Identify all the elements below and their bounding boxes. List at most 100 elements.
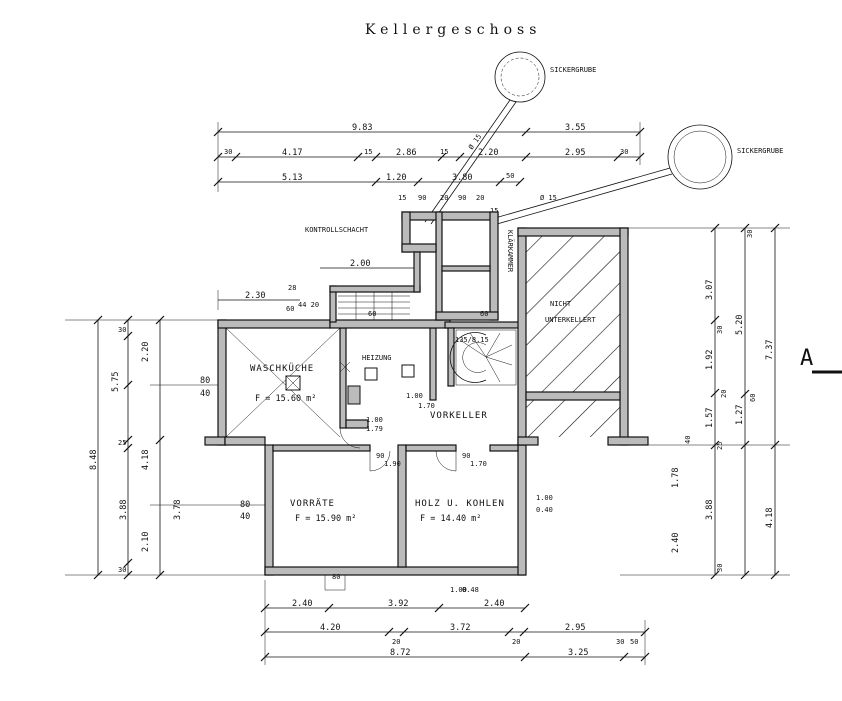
dim-left-4-18: 4.18 bbox=[141, 450, 151, 470]
left-dimension-lines bbox=[65, 319, 270, 576]
dim-left-3-78: 3.78 bbox=[173, 500, 183, 520]
unexcavated-hatch-lower bbox=[526, 400, 620, 437]
dim-left-30a: 30 bbox=[118, 326, 126, 334]
left-dimension-ticks bbox=[93, 315, 165, 580]
dim-left-8-48: 8.48 bbox=[89, 450, 99, 470]
opening-0-40: 0.40 bbox=[536, 506, 553, 514]
dim-right-30c: 30 bbox=[716, 564, 724, 572]
dim-bottom-2-40a: 2.40 bbox=[292, 599, 312, 609]
bottom-dimension-lines bbox=[264, 580, 646, 665]
opening-80: 80 bbox=[332, 573, 340, 581]
right-dimension-ticks bbox=[710, 223, 780, 580]
unexcavated-label-1: NICHT bbox=[550, 300, 572, 308]
septic-pit-right-label: SICKERGRUBE bbox=[737, 147, 783, 155]
dim-top-5-13: 5.13 bbox=[282, 173, 302, 183]
dim-bottom-50: 50 bbox=[630, 638, 638, 646]
septic-pit-left-label: SICKERGRUBE bbox=[550, 66, 596, 74]
dim-right-40: 40 bbox=[684, 436, 692, 444]
opening-90b: 90 bbox=[462, 452, 470, 460]
dim-top-2-95: 2.95 bbox=[565, 148, 585, 158]
opening-60b: 60 bbox=[480, 310, 488, 318]
dim-bottom-2-40b: 2.40 bbox=[484, 599, 504, 609]
dim-top-28: 28 bbox=[288, 284, 296, 292]
right-dimension-lines bbox=[620, 227, 790, 576]
room-storage-label: VORRÄTE bbox=[290, 498, 335, 509]
dim-left-80b: 80 bbox=[240, 500, 250, 510]
dim-bottom-3-92: 3.92 bbox=[388, 599, 408, 609]
opening-1-00c: 1.00 bbox=[536, 494, 553, 502]
dim-bottom-0-48: 0.48 bbox=[462, 586, 479, 594]
section-mark-a: A bbox=[800, 346, 813, 371]
septic-pit-left bbox=[494, 51, 546, 103]
dim-right-5-20: 5.20 bbox=[735, 315, 745, 335]
opening-1-00b: 1.00 bbox=[406, 392, 423, 400]
dim-right-3-07: 3.07 bbox=[705, 280, 715, 300]
dim-top-2-30: 2.30 bbox=[245, 291, 265, 301]
dim-right-20: 20 bbox=[720, 390, 728, 398]
room-laundry-label: WASCHKÜCHE bbox=[250, 363, 314, 374]
dim-left-40b: 40 bbox=[240, 512, 250, 522]
dim-right-7-37: 7.37 bbox=[765, 340, 775, 360]
dim-left-30b: 30 bbox=[118, 566, 126, 574]
dim-top-15a: 15 bbox=[364, 148, 372, 156]
dim-top-15c: 15 bbox=[398, 194, 406, 202]
opening-1-70a: 1.70 bbox=[470, 460, 487, 468]
opening-stair: 135/8.15 bbox=[455, 336, 489, 344]
dim-bottom-20b: 20 bbox=[512, 638, 520, 646]
drain-pipes bbox=[424, 99, 673, 225]
opening-90a: 90 bbox=[376, 452, 384, 460]
dim-top-2-20: 2.20 bbox=[478, 148, 498, 158]
top-dimension-ticks bbox=[213, 127, 645, 187]
dim-top-20b: 20 bbox=[476, 194, 484, 202]
septic-pit-right bbox=[667, 124, 733, 190]
dim-top-3-55: 3.55 bbox=[565, 123, 585, 133]
dim-top-44-20: 44 20 bbox=[298, 301, 319, 309]
dim-left-2-20: 2.20 bbox=[141, 342, 151, 362]
dim-right-1-92: 1.92 bbox=[705, 350, 715, 370]
exterior-stair bbox=[338, 292, 410, 320]
dim-right-4-18: 4.18 bbox=[765, 508, 775, 528]
dim-top-50: 50 bbox=[506, 172, 514, 180]
dim-bottom-8-72: 8.72 bbox=[390, 648, 410, 658]
spiral-stair bbox=[449, 329, 517, 386]
floor-drain bbox=[225, 327, 341, 438]
dim-right-30a: 30 bbox=[746, 230, 754, 238]
dim-left-5-75: 5.75 bbox=[111, 372, 121, 392]
dim-left-40: 40 bbox=[200, 389, 210, 399]
room-storage-area: F = 15.90 m² bbox=[295, 514, 356, 524]
opening-1-00: 1.00 bbox=[366, 416, 383, 424]
dim-top-30a: 30 bbox=[224, 148, 232, 156]
dim-top-1-20: 1.20 bbox=[386, 173, 406, 183]
dim-left-80: 80 bbox=[200, 376, 210, 386]
dim-right-30b: 30 bbox=[716, 326, 724, 334]
dim-bottom-3-72: 3.72 bbox=[450, 623, 470, 633]
dim-top-2-86: 2.86 bbox=[396, 148, 416, 158]
dim-right-3-88: 3.88 bbox=[705, 500, 715, 520]
opening-60a: 60 bbox=[368, 310, 376, 318]
dim-top-15b: 15 bbox=[440, 148, 448, 156]
unexcavated-label-2: UNTERKELLERT bbox=[545, 316, 596, 324]
clarifier-label: KLÄRKAMMER bbox=[506, 230, 515, 273]
dim-left-2-10: 2.10 bbox=[141, 532, 151, 552]
room-vorkeller-label: VORKELLER bbox=[430, 411, 488, 421]
dim-bottom-1-00: 1.00 bbox=[450, 586, 467, 594]
dim-top-2-00: 2.00 bbox=[350, 259, 370, 269]
dim-top-9-83: 9.83 bbox=[352, 123, 372, 133]
room-wood-coal-area: F = 14.40 m² bbox=[420, 514, 481, 524]
dim-top-90a: 90 bbox=[418, 194, 426, 202]
opening-1-79: 1.79 bbox=[366, 425, 383, 433]
dim-left-25: 25 bbox=[118, 439, 126, 447]
room-heating-label: HEIZUNG bbox=[362, 354, 392, 362]
dim-right-1-78: 1.78 bbox=[671, 468, 681, 488]
dim-right-1-57: 1.57 bbox=[705, 408, 715, 428]
dim-right-1-27: 1.27 bbox=[735, 405, 745, 425]
dim-top-4-17: 4.17 bbox=[282, 148, 302, 158]
dim-right-25: 25 bbox=[716, 442, 724, 450]
unexcavated-hatch-upper bbox=[526, 236, 620, 392]
dim-bottom-2-95: 2.95 bbox=[565, 623, 585, 633]
dim-bottom-3-25: 3.25 bbox=[568, 648, 588, 658]
dim-right-2-40: 2.40 bbox=[671, 533, 681, 553]
inspection-shaft-label: KONTROLLSCHACHT bbox=[305, 226, 369, 234]
dim-top-3-80: 3.80 bbox=[452, 173, 472, 183]
